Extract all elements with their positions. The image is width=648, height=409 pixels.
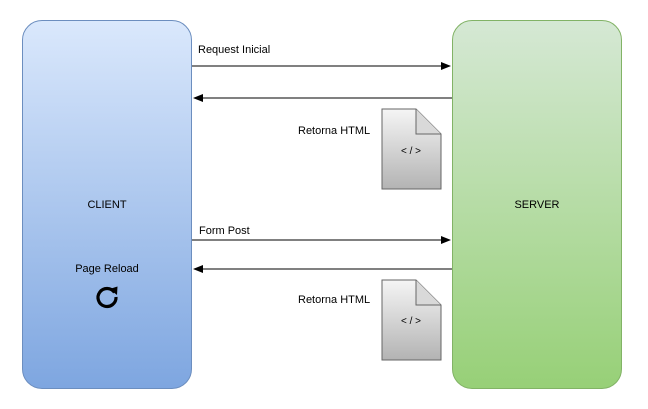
client-label: CLIENT bbox=[87, 198, 127, 211]
page-reload-group: Page Reload bbox=[22, 263, 192, 311]
edge-request-inicial: Request Inicial bbox=[192, 44, 451, 70]
client-node: CLIENT bbox=[22, 20, 192, 389]
html-document-icon: < / > bbox=[381, 108, 442, 190]
server-label: SERVER bbox=[514, 198, 560, 211]
server-node: SERVER bbox=[452, 20, 622, 389]
edge-form-post: Form Post bbox=[192, 225, 451, 244]
document-label-retorna-html: Retorna HTML bbox=[298, 125, 370, 137]
document-icon-text: < / > bbox=[401, 146, 421, 157]
document-icon-text: < / > bbox=[401, 316, 421, 327]
html-document-icon: < / > bbox=[381, 279, 442, 361]
edge-label-form-post: Form Post bbox=[199, 225, 250, 237]
page-reload-label: Page Reload bbox=[75, 263, 139, 275]
refresh-icon bbox=[96, 286, 118, 309]
edge-label-request-inicial: Request Inicial bbox=[198, 44, 270, 56]
document-label-retorna-html: Retorna HTML bbox=[298, 294, 370, 306]
